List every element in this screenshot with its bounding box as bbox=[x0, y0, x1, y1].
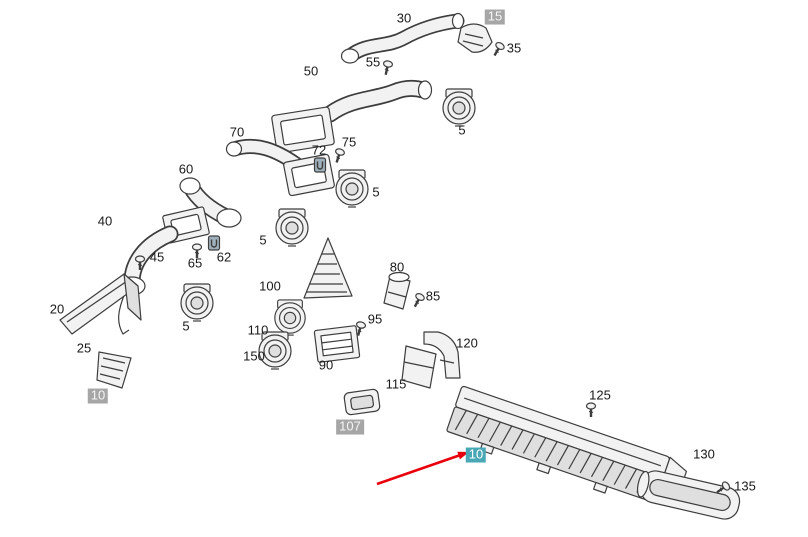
part-label-25[interactable]: 25 bbox=[76, 340, 92, 356]
part-label-90[interactable]: 90 bbox=[318, 357, 334, 373]
part-label-60[interactable]: 60 bbox=[178, 161, 194, 177]
part-label-70[interactable]: 70 bbox=[229, 124, 245, 140]
part-label-55[interactable]: 55 bbox=[365, 54, 381, 70]
part-130-drawing bbox=[636, 470, 741, 520]
part-label-125[interactable]: 125 bbox=[589, 387, 611, 403]
part-15-drawing bbox=[457, 23, 493, 53]
part-60-drawing bbox=[179, 177, 242, 228]
part-label-35[interactable]: 35 bbox=[506, 40, 522, 56]
part-label-65[interactable]: 65 bbox=[187, 255, 203, 271]
part-20-drawing bbox=[59, 273, 142, 335]
part-label-110[interactable]: 110 bbox=[247, 322, 269, 338]
part-100-drawing bbox=[303, 237, 353, 299]
part-90-drawing bbox=[313, 325, 361, 363]
part-30-drawing bbox=[340, 12, 465, 64]
part-label-10-left[interactable]: 10 bbox=[87, 388, 109, 404]
part-115-drawing bbox=[401, 345, 437, 389]
part-50-drawing bbox=[271, 79, 433, 154]
part-label-10-selected[interactable]: 10 bbox=[465, 447, 487, 463]
part-label-15[interactable]: 15 bbox=[484, 9, 506, 25]
part-label-95[interactable]: 95 bbox=[367, 311, 383, 327]
part-label-150[interactable]: 150 bbox=[243, 348, 265, 364]
part-label-75[interactable]: 75 bbox=[341, 134, 357, 150]
part-25-drawing bbox=[96, 351, 132, 389]
part-label-80[interactable]: 80 bbox=[389, 259, 405, 275]
part-label-100[interactable]: 100 bbox=[259, 278, 281, 294]
part-label-5-c[interactable]: 5 bbox=[259, 232, 267, 248]
part-label-130[interactable]: 130 bbox=[693, 446, 715, 462]
part-label-115[interactable]: 115 bbox=[385, 376, 407, 392]
part-label-62[interactable]: 62 bbox=[216, 249, 232, 265]
part-label-45[interactable]: 45 bbox=[149, 249, 165, 265]
part-label-5-b[interactable]: 5 bbox=[372, 184, 380, 200]
part-80-drawing bbox=[383, 271, 411, 310]
part-label-72[interactable]: 72 bbox=[311, 142, 327, 158]
part-120-drawing bbox=[423, 331, 461, 379]
part-label-20[interactable]: 20 bbox=[49, 301, 65, 317]
part-label-5-a[interactable]: 5 bbox=[458, 122, 466, 138]
part-label-40[interactable]: 40 bbox=[97, 213, 113, 229]
part-label-120[interactable]: 120 bbox=[456, 335, 478, 351]
part-label-30[interactable]: 30 bbox=[396, 10, 412, 26]
part-label-50[interactable]: 50 bbox=[303, 63, 319, 79]
part-107-drawing bbox=[343, 388, 381, 416]
part-40-drawing bbox=[118, 206, 210, 335]
part-label-85[interactable]: 85 bbox=[425, 288, 441, 304]
part-label-5-d[interactable]: 5 bbox=[182, 318, 190, 334]
part-label-135[interactable]: 135 bbox=[734, 478, 756, 494]
part-label-107[interactable]: 107 bbox=[336, 419, 364, 435]
